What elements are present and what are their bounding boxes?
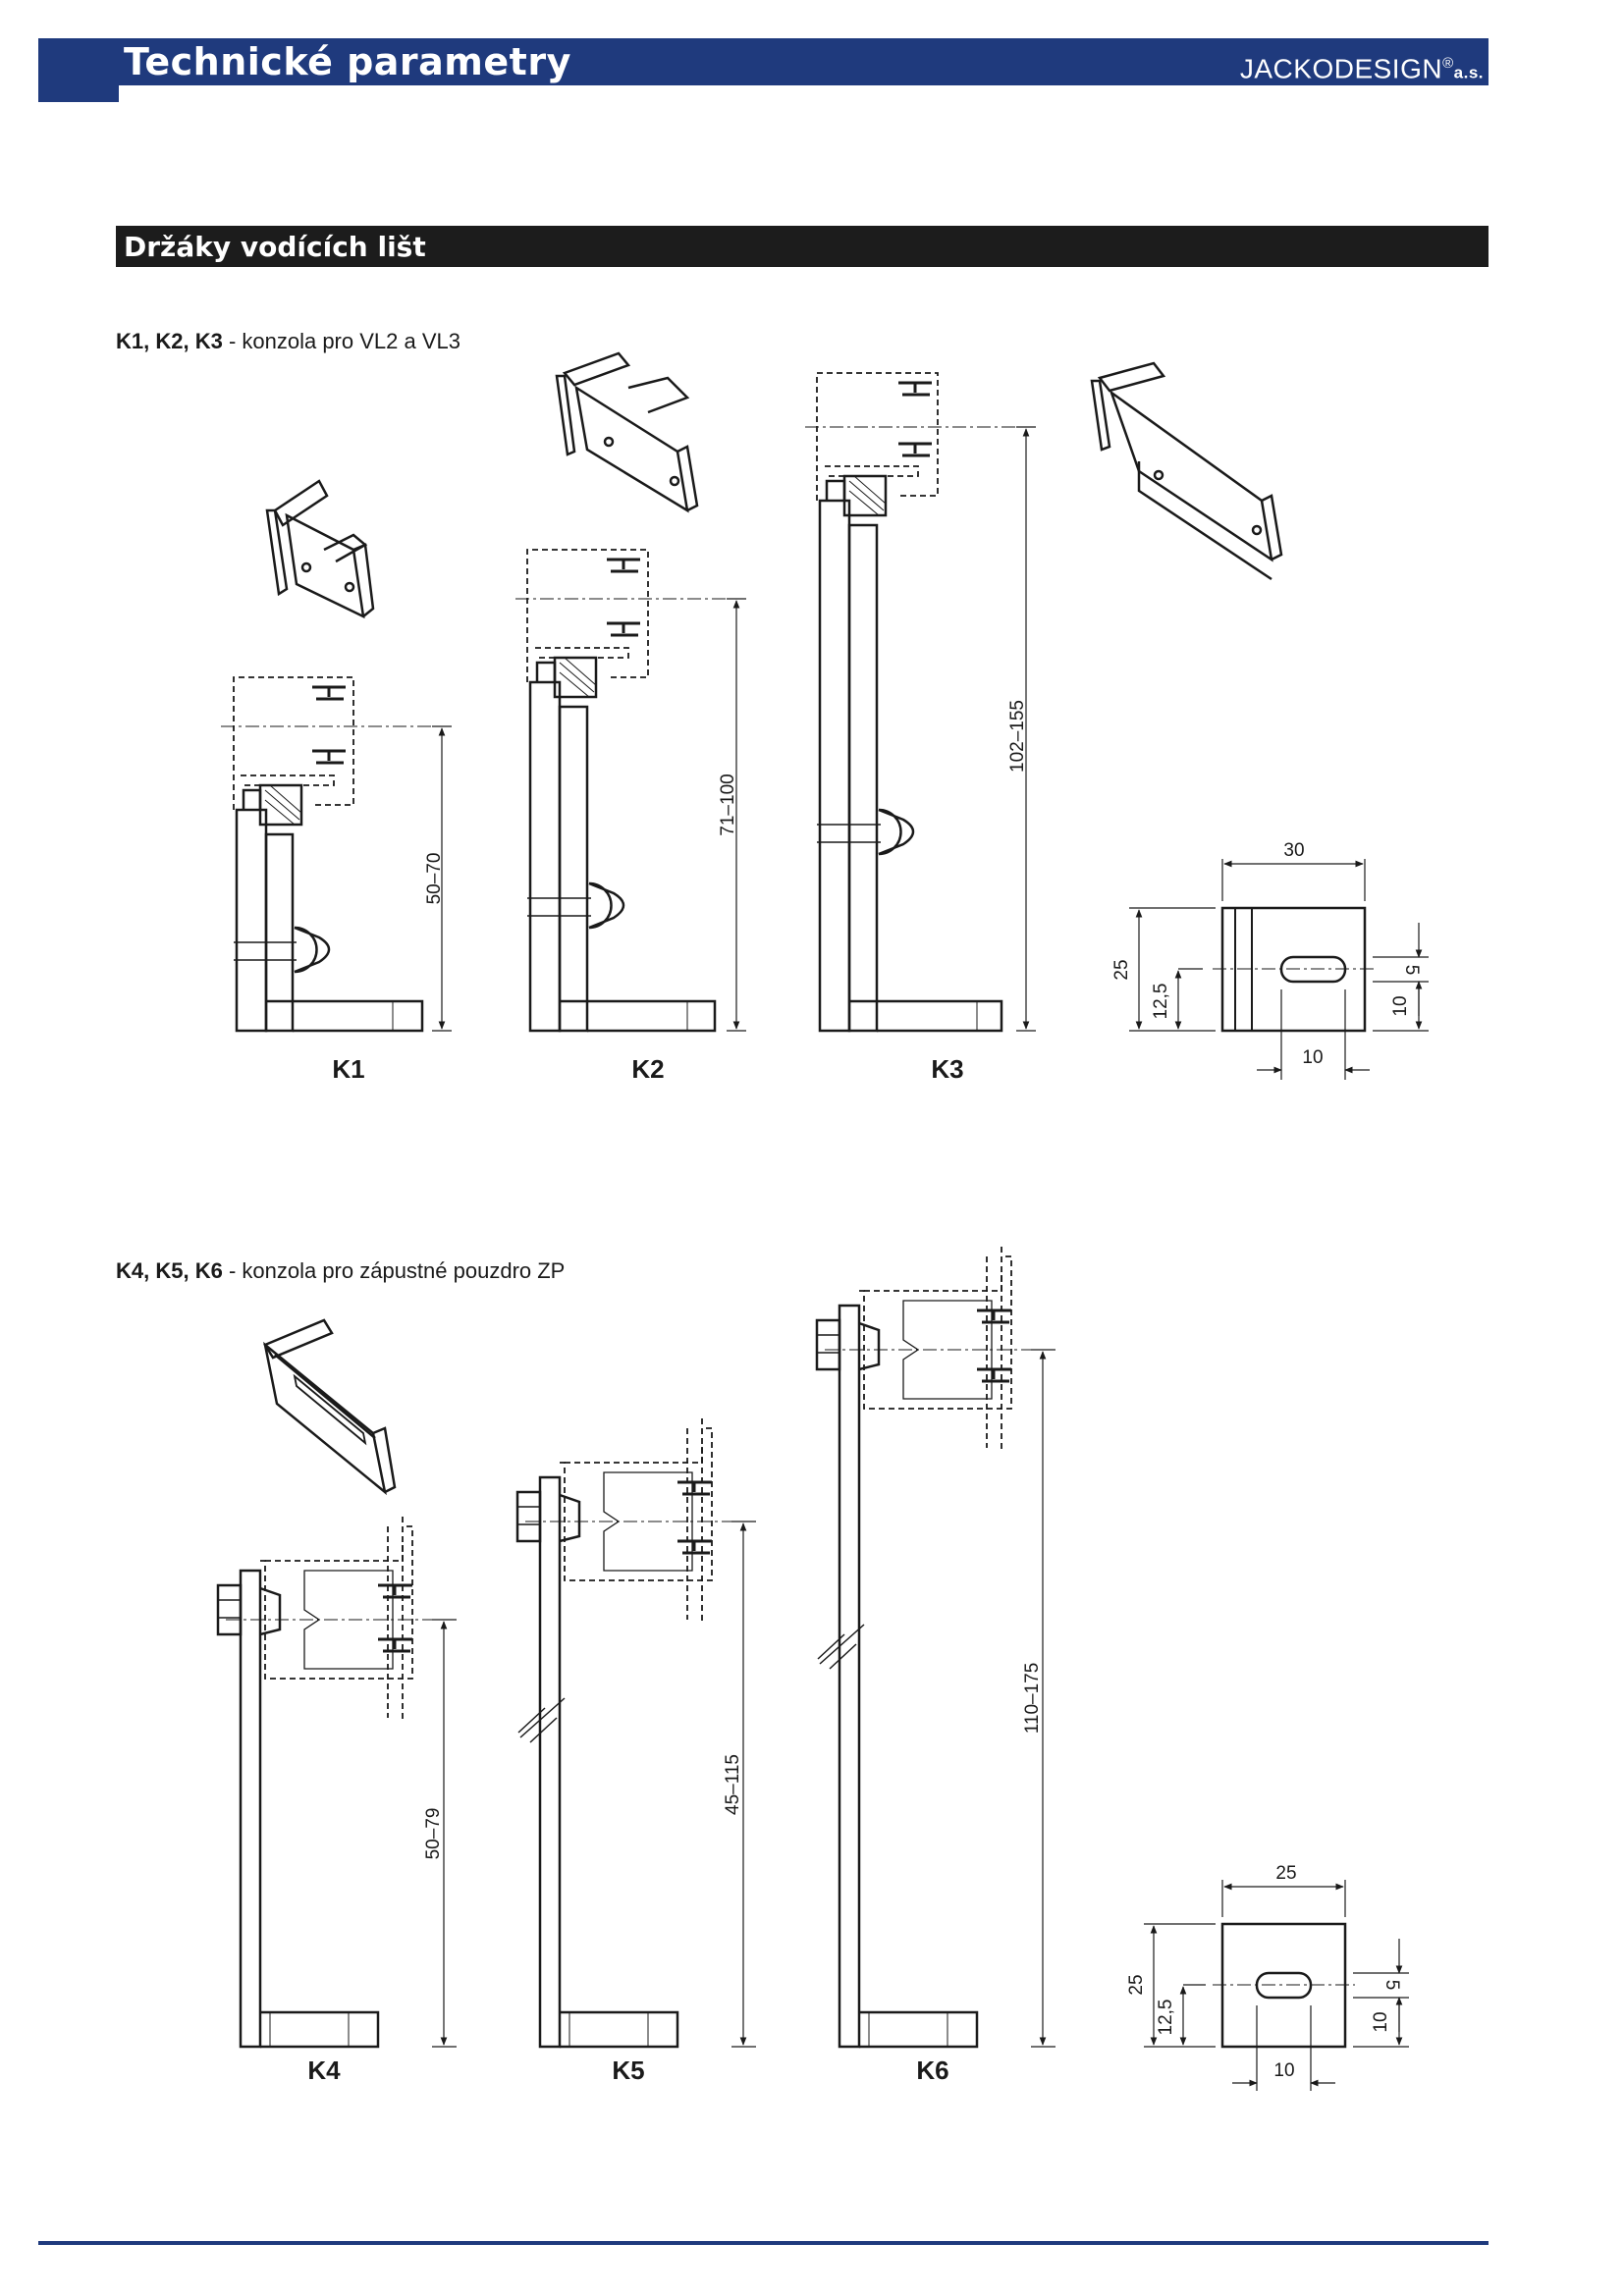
plate2-slot-offset: 10 — [1273, 2060, 1294, 2081]
k4-dimension: 50–79 — [423, 1808, 444, 1860]
k2-dimension: 71–100 — [718, 774, 738, 835]
k4-clips-icon — [378, 1583, 412, 1653]
brand-suffix: a.s. — [1453, 63, 1484, 82]
k1-isometric-icon — [265, 479, 375, 619]
k6-dimension: 110–175 — [1022, 1663, 1043, 1735]
k1-profile-icon — [234, 783, 424, 1033]
group1-caption: K1, K2, K3 - konzola pro VL2 a VL3 — [116, 329, 460, 354]
brand-mark: ® — [1442, 55, 1454, 72]
k6-dimension-line — [1031, 1349, 1056, 2048]
group2-caption: K4, K5, K6 - konzola pro zápustné pouzdr… — [116, 1258, 565, 1284]
k5-profile-icon — [515, 1475, 679, 2049]
k2-clips-icon — [607, 558, 640, 637]
plate2-dimension-lines — [1144, 1880, 1409, 2091]
k1-label: K1 — [332, 1054, 364, 1084]
section-bar — [116, 226, 1489, 267]
k1-clips-icon — [312, 685, 346, 765]
page-title: Technické parametry — [124, 40, 571, 83]
plate1-slot-height: 5 — [1401, 965, 1422, 976]
k2-isometric-icon — [555, 351, 699, 513]
k2-rail-icon — [526, 549, 649, 682]
k3-label: K3 — [931, 1054, 963, 1084]
k5-label: K5 — [612, 2056, 644, 2085]
plate2-bottom: 10 — [1371, 2011, 1391, 2032]
group2-codes: K4, K5, K6 — [116, 1258, 223, 1283]
k2-label: K2 — [631, 1054, 664, 1084]
k1-dimension-line — [432, 725, 452, 1032]
header-tab — [38, 38, 119, 102]
k4-isometric-icon — [263, 1318, 397, 1496]
plate1-height: 25 — [1111, 959, 1132, 980]
section-title: Držáky vodících lišt — [124, 231, 426, 263]
footer-line — [38, 2241, 1489, 2245]
k5-dimension: 45–115 — [723, 1754, 743, 1815]
k3-dimension-line — [1016, 426, 1036, 1032]
k1-rail-icon — [233, 676, 354, 810]
header-band — [38, 38, 1489, 85]
plate2-drawing-icon — [1213, 1922, 1355, 2049]
k2-dimension-line — [727, 598, 746, 1032]
plate1-hole-offset: 12,5 — [1151, 984, 1171, 1020]
k3-clips-icon — [898, 381, 932, 457]
k3-isometric-icon — [1090, 361, 1283, 581]
k6-profile-icon — [815, 1304, 979, 2049]
plate1-width: 30 — [1283, 840, 1304, 861]
k5-dimension-line — [731, 1521, 756, 2048]
k2-profile-icon — [527, 656, 717, 1033]
k1-dimension: 50–70 — [424, 853, 445, 905]
k6-clips-icon — [977, 1308, 1011, 1383]
plate2-width: 25 — [1275, 1863, 1296, 1884]
brand-logo: JACKODESIGN®a.s. — [1240, 38, 1484, 85]
k4-dimension-line — [432, 1619, 457, 2048]
plate2-height: 25 — [1126, 1974, 1147, 1995]
group1-codes: K1, K2, K3 — [116, 329, 223, 353]
k3-rail-icon — [816, 372, 939, 501]
k4-profile-icon — [216, 1569, 380, 2049]
k6-label: K6 — [916, 2056, 948, 2085]
plate1-bottom: 10 — [1390, 995, 1411, 1016]
k3-profile-icon — [817, 474, 1003, 1033]
k3-dimension: 102–155 — [1007, 700, 1028, 773]
brand-name: JACKODESIGN — [1239, 53, 1443, 84]
k4-label: K4 — [307, 2056, 341, 2085]
plate1-dimension-lines — [1129, 859, 1429, 1080]
plate1-drawing-icon — [1213, 906, 1375, 1033]
plate1-slot-offset: 10 — [1302, 1047, 1323, 1068]
k5-clips-icon — [677, 1480, 712, 1555]
plate2-slot-height: 5 — [1381, 1980, 1402, 1991]
group1-description: - konzola pro VL2 a VL3 — [222, 329, 460, 353]
group2-description: - konzola pro zápustné pouzdro ZP — [222, 1258, 566, 1283]
plate2-hole-offset: 12,5 — [1156, 2000, 1176, 2036]
